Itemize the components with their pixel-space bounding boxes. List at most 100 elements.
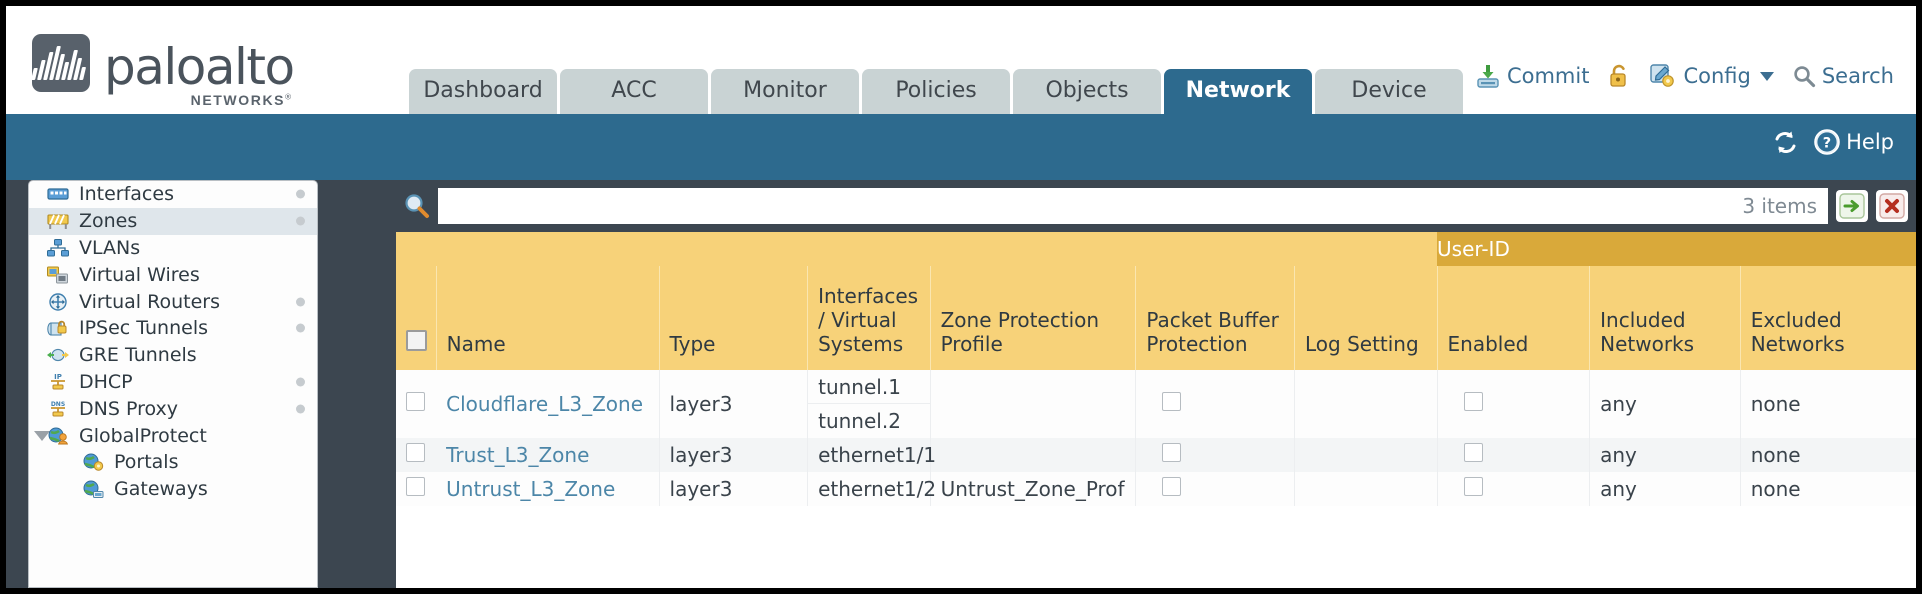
sidebar-item-globalprotect[interactable]: GlobalProtect — [29, 422, 317, 449]
commit-label: Commit — [1506, 64, 1590, 88]
cell-excluded-networks: none — [1739, 472, 1916, 506]
sidebar-item-virtual-wires[interactable]: Virtual Wires — [29, 261, 317, 288]
cell-name: Untrust_L3_Zone — [436, 472, 660, 506]
tab-network[interactable]: Network — [1164, 69, 1312, 114]
sidebar-item-portals[interactable]: Portals — [29, 449, 317, 476]
sidebar-item-zones[interactable]: Zones — [29, 207, 317, 235]
sidebar-item-dns-proxy[interactable]: DNS DNS Proxy — [29, 395, 317, 422]
cell-log-setting — [1293, 370, 1438, 438]
help-button[interactable]: ? Help — [1813, 128, 1894, 156]
tab-monitor[interactable]: Monitor — [711, 69, 859, 114]
select-all-checkbox[interactable] — [406, 330, 427, 351]
col-header-name[interactable]: Name — [435, 266, 660, 370]
cell-zone-protection-profile: Untrust_Zone_Prof — [929, 472, 1136, 506]
search-input[interactable]: 3 items — [438, 188, 1828, 224]
svg-text:IP: IP — [54, 373, 62, 381]
refresh-button[interactable] — [1772, 130, 1799, 155]
collapse-triangle-icon[interactable] — [34, 430, 50, 441]
row-checkbox[interactable] — [406, 443, 425, 462]
brand-name: paloalto — [104, 38, 295, 96]
sidebar-status-dot — [296, 404, 305, 414]
sidebar-item-label: Interfaces — [79, 183, 174, 206]
sidebar-status-dot — [296, 377, 305, 387]
virtual-wires-icon — [46, 265, 70, 285]
table-group-header-row: User-ID — [396, 232, 1916, 266]
cell-zone-protection-profile — [929, 370, 1136, 438]
select-all-header — [396, 266, 437, 370]
cell-log-setting — [1293, 438, 1438, 472]
cell-interfaces: tunnel.1 tunnel.2 — [807, 370, 931, 438]
search-button[interactable]: Search — [1792, 64, 1894, 88]
commit-button[interactable]: Commit — [1475, 63, 1590, 89]
col-header-excluded-networks[interactable]: Excluded Networks — [1739, 266, 1916, 370]
sidebar-item-label: Virtual Routers — [79, 290, 220, 313]
globalprotect-icon — [46, 426, 70, 446]
tab-objects[interactable]: Objects — [1013, 69, 1161, 114]
main-nav-tabs: Dashboard ACC Monitor Policies Objects N… — [409, 69, 1463, 114]
sidebar-item-dhcp[interactable]: IP DHCP — [29, 369, 317, 396]
col-header-packet-buffer-protection[interactable]: Packet Buffer Protection — [1135, 266, 1295, 370]
tab-device[interactable]: Device — [1315, 69, 1463, 114]
sidebar-item-gre-tunnels[interactable]: GRE Tunnels — [29, 342, 317, 369]
config-lock-button[interactable] — [1607, 63, 1631, 89]
col-header-enabled[interactable]: Enabled — [1436, 266, 1590, 370]
table-row[interactable]: Trust_L3_Zone layer3 ethernet1/1 — [396, 438, 1916, 472]
ipsec-tunnels-icon — [46, 318, 70, 338]
packet-buffer-protection-checkbox[interactable] — [1162, 392, 1182, 411]
col-header-log-setting[interactable]: Log Setting — [1293, 266, 1438, 370]
cell-log-setting — [1293, 472, 1438, 506]
item-count-label: 3 items — [1742, 194, 1817, 218]
gre-tunnels-icon — [46, 345, 70, 365]
help-question-icon: ? — [1814, 129, 1840, 155]
zone-name-link[interactable]: Trust_L3_Zone — [446, 443, 590, 467]
search-label: Search — [1821, 64, 1894, 88]
sidebar-item-vlans[interactable]: VLANs — [29, 235, 317, 262]
tab-policies[interactable]: Policies — [862, 69, 1010, 114]
banner-actions: ? Help — [1772, 128, 1894, 156]
zone-name-link[interactable]: Untrust_L3_Zone — [446, 477, 616, 501]
red-x-clear-icon — [1879, 193, 1905, 219]
config-wrench-key-icon — [1650, 64, 1675, 87]
group-header-spacer — [396, 232, 1438, 266]
packet-buffer-protection-checkbox[interactable] — [1162, 477, 1182, 496]
green-arrow-apply-icon — [1839, 193, 1865, 219]
col-header-interfaces-virtual-systems[interactable]: Interfaces / Virtual Systems — [807, 266, 931, 370]
userid-enabled-checkbox[interactable] — [1463, 392, 1483, 411]
table-row[interactable]: Untrust_L3_Zone layer3 ethernet1/2 Untru… — [396, 472, 1916, 506]
clear-filter-button[interactable] — [1876, 190, 1908, 222]
zone-name-link[interactable]: Cloudflare_L3_Zone — [446, 392, 644, 416]
sidebar-item-label: Virtual Wires — [79, 263, 200, 286]
cell-packet-buffer-protection — [1135, 370, 1295, 438]
sidebar-item-virtual-routers[interactable]: Virtual Routers — [29, 288, 317, 315]
portals-icon — [81, 452, 105, 472]
sub-header-banner: ? Help — [6, 114, 1916, 180]
filter-bar: 3 items — [396, 180, 1916, 232]
interface-entry: tunnel.1 — [808, 370, 930, 404]
sidebar-item-gateways[interactable]: Gateways — [29, 476, 317, 503]
sidebar-item-label: VLANs — [79, 236, 141, 259]
apply-filter-button[interactable] — [1836, 190, 1868, 222]
config-menu-button[interactable]: Config — [1649, 63, 1774, 89]
userid-enabled-checkbox[interactable] — [1463, 477, 1483, 496]
palo-alto-web-ui: paloalto NETWORKS® Dashboard ACC Monitor… — [6, 6, 1916, 588]
packet-buffer-protection-checkbox[interactable] — [1162, 443, 1182, 462]
sidebar-item-ipsec-tunnels[interactable]: IPSec Tunnels — [29, 315, 317, 342]
virtual-routers-icon — [46, 292, 70, 312]
help-label: Help — [1846, 130, 1894, 154]
col-header-included-networks[interactable]: Included Networks — [1589, 266, 1741, 370]
chevron-down-icon[interactable] — [1759, 71, 1774, 81]
interfaces-icon — [46, 184, 70, 204]
row-checkbox[interactable] — [406, 477, 425, 496]
userid-enabled-checkbox[interactable] — [1463, 443, 1483, 462]
tab-acc[interactable]: ACC — [560, 69, 708, 114]
tab-dashboard[interactable]: Dashboard — [409, 69, 557, 114]
sidebar-status-dot — [296, 297, 305, 307]
col-header-type[interactable]: Type — [658, 266, 808, 370]
brand-logo: paloalto NETWORKS® — [32, 34, 295, 108]
sidebar-item-label: DNS Proxy — [79, 397, 178, 420]
row-checkbox[interactable] — [406, 392, 425, 411]
unlocked-padlock-icon — [1610, 64, 1627, 87]
top-action-bar: Commit Config — [1475, 63, 1894, 89]
sidebar-item-interfaces[interactable]: Interfaces — [29, 181, 317, 208]
col-header-zone-protection-profile[interactable]: Zone Protection Profile — [929, 266, 1136, 370]
